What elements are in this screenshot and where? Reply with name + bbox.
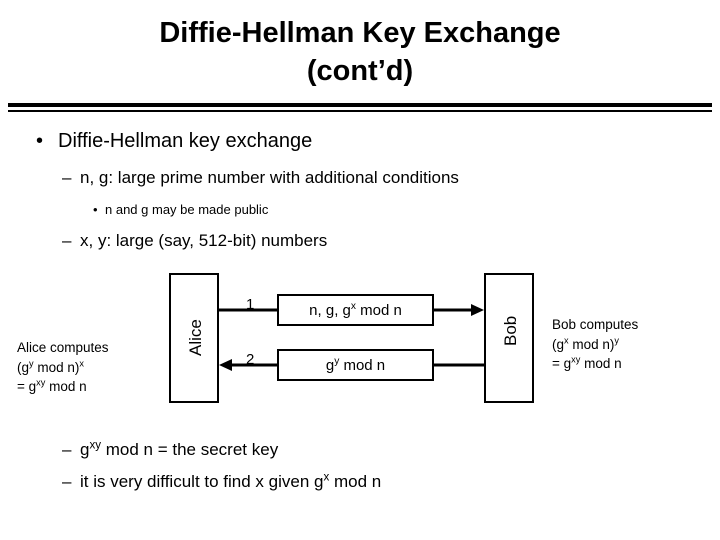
bullet-level1-dh-exchange: • Diffie-Hellman key exchange [36,129,312,153]
bullet-level3-public: • n and g may be made public [93,202,268,218]
message-2-number: 2 [246,351,255,368]
message-1-text: n, g, gx mod n [309,300,402,319]
bullet-marker: • [93,202,98,217]
bullet-level1-text: Diffie-Hellman key exchange [58,130,313,152]
bullet-marker: • [36,130,44,152]
page-title: Diffie-Hellman Key Exchange (cont’d) [0,14,720,91]
bullet-level2-xy: –x, y: large (say, 512-bit) numbers [62,231,327,251]
title-line-2: (cont’d) [306,55,414,88]
bullet-difficulty-text: it is very difficult to find x given gx … [80,471,382,491]
bullet-level2-difficulty: –it is very difficult to find x given gx… [62,472,381,492]
bullet-level2-secret-key: –gxy mod n = the secret key [62,440,278,460]
message-1-number: 1 [246,296,255,313]
arrowhead-to-alice [219,359,232,371]
bullet-marker: – [62,231,72,250]
bob-box [484,273,534,403]
message-1-box: n, g, gx mod n [277,294,434,326]
alice-box [169,273,219,403]
alice-computes-note: Alice computes (gy mod n)x = gxy mod n [17,338,109,397]
bullet-marker: – [62,472,72,491]
alice-note-line-2: (gy mod n)x [17,358,84,375]
bullet-level2-ng: –n, g: large prime number with additiona… [62,168,459,188]
bullet-level3-text: n and g may be made public [105,202,269,217]
title-divider-thick [8,103,712,107]
message-2-text: gy mod n [325,355,386,374]
bob-computes-note: Bob computes (gx mod n)y = gxy mod n [552,315,638,374]
bob-note-line-3: = gxy mod n [552,354,622,372]
bullet-marker: – [62,440,72,459]
message-2-box: gy mod n [277,349,434,381]
title-divider-thin [8,110,712,112]
bullet-marker: – [62,168,72,187]
bob-label: Bob [501,315,520,347]
bullet-level2-text: n, g: large prime number with additional… [80,168,459,187]
title-line-1: Diffie-Hellman Key Exchange [159,17,561,49]
alice-note-line-1: Alice computes [17,340,109,355]
alice-note-line-3: = gxy mod n [17,377,87,395]
arrowhead-to-bob [471,304,484,316]
bullet-level2-text: x, y: large (say, 512-bit) numbers [80,231,328,250]
bob-note-line-1: Bob computes [552,317,639,332]
bullet-secret-key-text: gxy mod n = the secret key [80,439,279,459]
bob-note-line-2: (gx mod n)y [552,335,619,352]
alice-label: Alice [186,319,205,357]
